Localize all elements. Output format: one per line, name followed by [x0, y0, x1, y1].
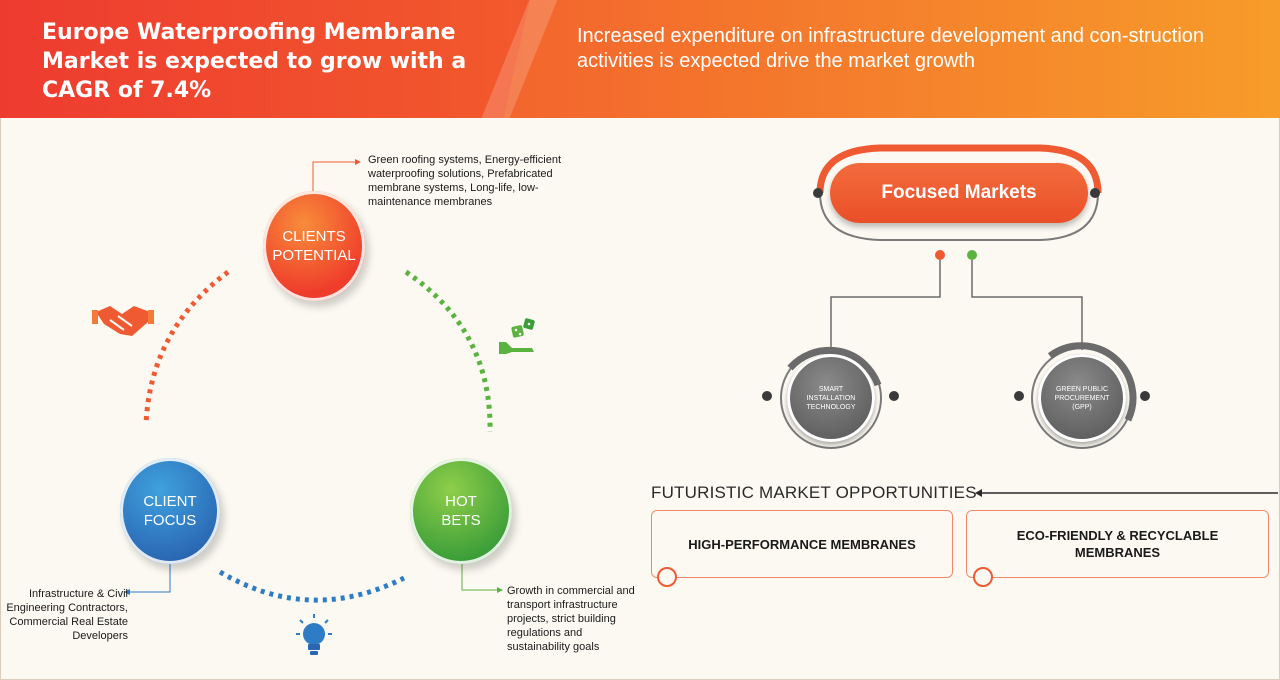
hot-bets-line2: BETS: [441, 512, 481, 529]
hot-bets-circle: HOT BETS: [410, 458, 512, 564]
leader-potential: [312, 161, 355, 194]
opportunity-eco-friendly: ECO-FRIENDLY & RECYCLABLE MEMBRANES: [966, 510, 1269, 578]
clients-potential-line2: POTENTIAL: [272, 247, 356, 264]
opportunity-marker-1: [657, 567, 677, 587]
leader-focus: [130, 563, 171, 593]
handshake-icon: [92, 306, 154, 336]
client-focus-note: Infrastructure & Civil Engineering Contr…: [6, 588, 128, 642]
ring-green-procurement: [1014, 342, 1150, 449]
opportunity-high-performance: HIGH-PERFORMANCE MEMBRANES: [651, 510, 953, 578]
opportunities-title: FUTURISTIC MARKET OPPORTUNITIES: [651, 483, 977, 502]
opportunity-marker-2: [973, 567, 993, 587]
connector-right: [971, 260, 1083, 350]
lightbulb-icon: [296, 614, 332, 655]
client-focus-circle: CLIENT FOCUS: [120, 458, 220, 564]
connector-left: [830, 260, 941, 350]
header-banner: Europe Waterproofing Membrane Market is …: [0, 0, 1280, 118]
focused-market-green-procurement: GREEN PUBLIC PROCUREMENT (GPP): [1038, 354, 1126, 442]
client-focus-line1: CLIENT: [143, 493, 197, 510]
cycle-arc-green: [404, 269, 493, 433]
hot-bets-line1: HOT: [445, 493, 477, 510]
cycle-arc-blue: [218, 569, 406, 603]
ring-smart-installation: [762, 346, 899, 449]
focused-markets-ring: [813, 144, 1102, 241]
clients-potential-note: Green roofing systems, Energy-efficient …: [368, 154, 561, 208]
focused-market-smart-installation: SMART INSTALLATION TECHNOLOGY: [787, 354, 875, 442]
focused-markets-title: Focused Markets: [830, 163, 1088, 223]
client-focus-line2: FOCUS: [143, 512, 197, 529]
clients-potential-line1: CLIENTS: [282, 228, 346, 245]
cycle-arc-orange: [143, 269, 230, 426]
hot-bets-note: Growth in commercial and transport infra…: [507, 585, 635, 653]
clients-potential-circle: CLIENTS POTENTIAL: [263, 191, 365, 301]
dice-hand-icon: [499, 318, 535, 354]
page-title: Europe Waterproofing Membrane Market is …: [42, 20, 467, 103]
page-subtitle: Increased expenditure on infrastructure …: [577, 25, 1205, 72]
leader-hotbets: [461, 563, 497, 591]
